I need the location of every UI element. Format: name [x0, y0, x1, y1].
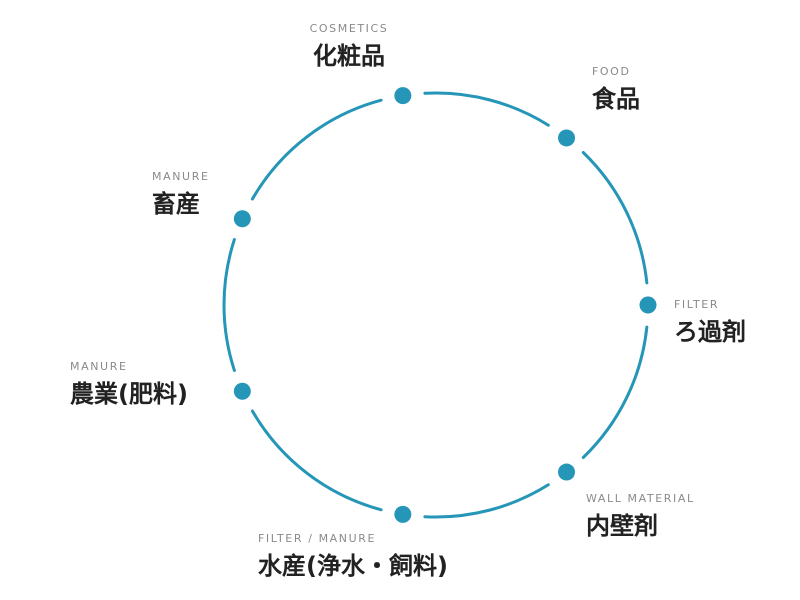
label-manure-livestock-jp: 畜産	[152, 190, 200, 218]
label-filter-en: FILTER	[674, 298, 720, 311]
label-cosmetics-jp: 化粧品	[312, 42, 385, 70]
node-dot-cosmetics	[394, 87, 412, 105]
node-dot-food	[558, 129, 576, 147]
node-dot-filter	[639, 296, 657, 314]
label-wall-material: WALL MATERIAL 内壁剤	[586, 492, 695, 540]
label-filter-manure-jp: 水産(浄水・飼料)	[258, 552, 448, 580]
label-manure-agri-en: MANURE	[70, 360, 128, 373]
node-dot-wall-material	[558, 463, 576, 481]
ring-arc-manure-agri	[222, 237, 236, 373]
node-dot-manure-livestock	[233, 210, 251, 228]
node-dot-manure-agri	[233, 382, 251, 400]
node-dot-filter-manure	[394, 505, 412, 523]
label-wall-material-en: WALL MATERIAL	[586, 492, 695, 505]
label-filter-manure: FILTER / MANURE 水産(浄水・飼料)	[258, 532, 448, 580]
label-manure-agri-jp: 農業(肥料)	[70, 380, 188, 408]
label-manure-agri: MANURE 農業(肥料)	[70, 360, 188, 408]
label-wall-material-jp: 内壁剤	[586, 512, 658, 540]
ring-arc-filter-manure	[250, 409, 383, 512]
label-filter: FILTER ろ過剤	[674, 298, 746, 346]
ring-arc-cosmetics	[423, 91, 550, 127]
ring-arc-food	[581, 151, 649, 285]
ring-arc-wall-material	[423, 483, 550, 519]
label-filter-jp: ろ過剤	[674, 318, 746, 346]
ring-arc-filter	[581, 325, 649, 459]
label-filter-manure-en: FILTER / MANURE	[258, 532, 377, 545]
label-cosmetics-en: COSMETICS	[309, 22, 389, 35]
label-food: FOOD 食品	[592, 65, 640, 113]
ring-arc-manure-livestock	[250, 98, 383, 201]
cycle-arcs	[222, 91, 649, 519]
label-manure-livestock-en: MANURE	[152, 170, 210, 183]
label-food-en: FOOD	[592, 65, 631, 78]
label-cosmetics: COSMETICS 化粧品	[310, 22, 389, 70]
label-food-jp: 食品	[592, 85, 640, 113]
cycle-nodes	[233, 87, 657, 523]
label-manure-livestock: MANURE 畜産	[152, 170, 210, 218]
